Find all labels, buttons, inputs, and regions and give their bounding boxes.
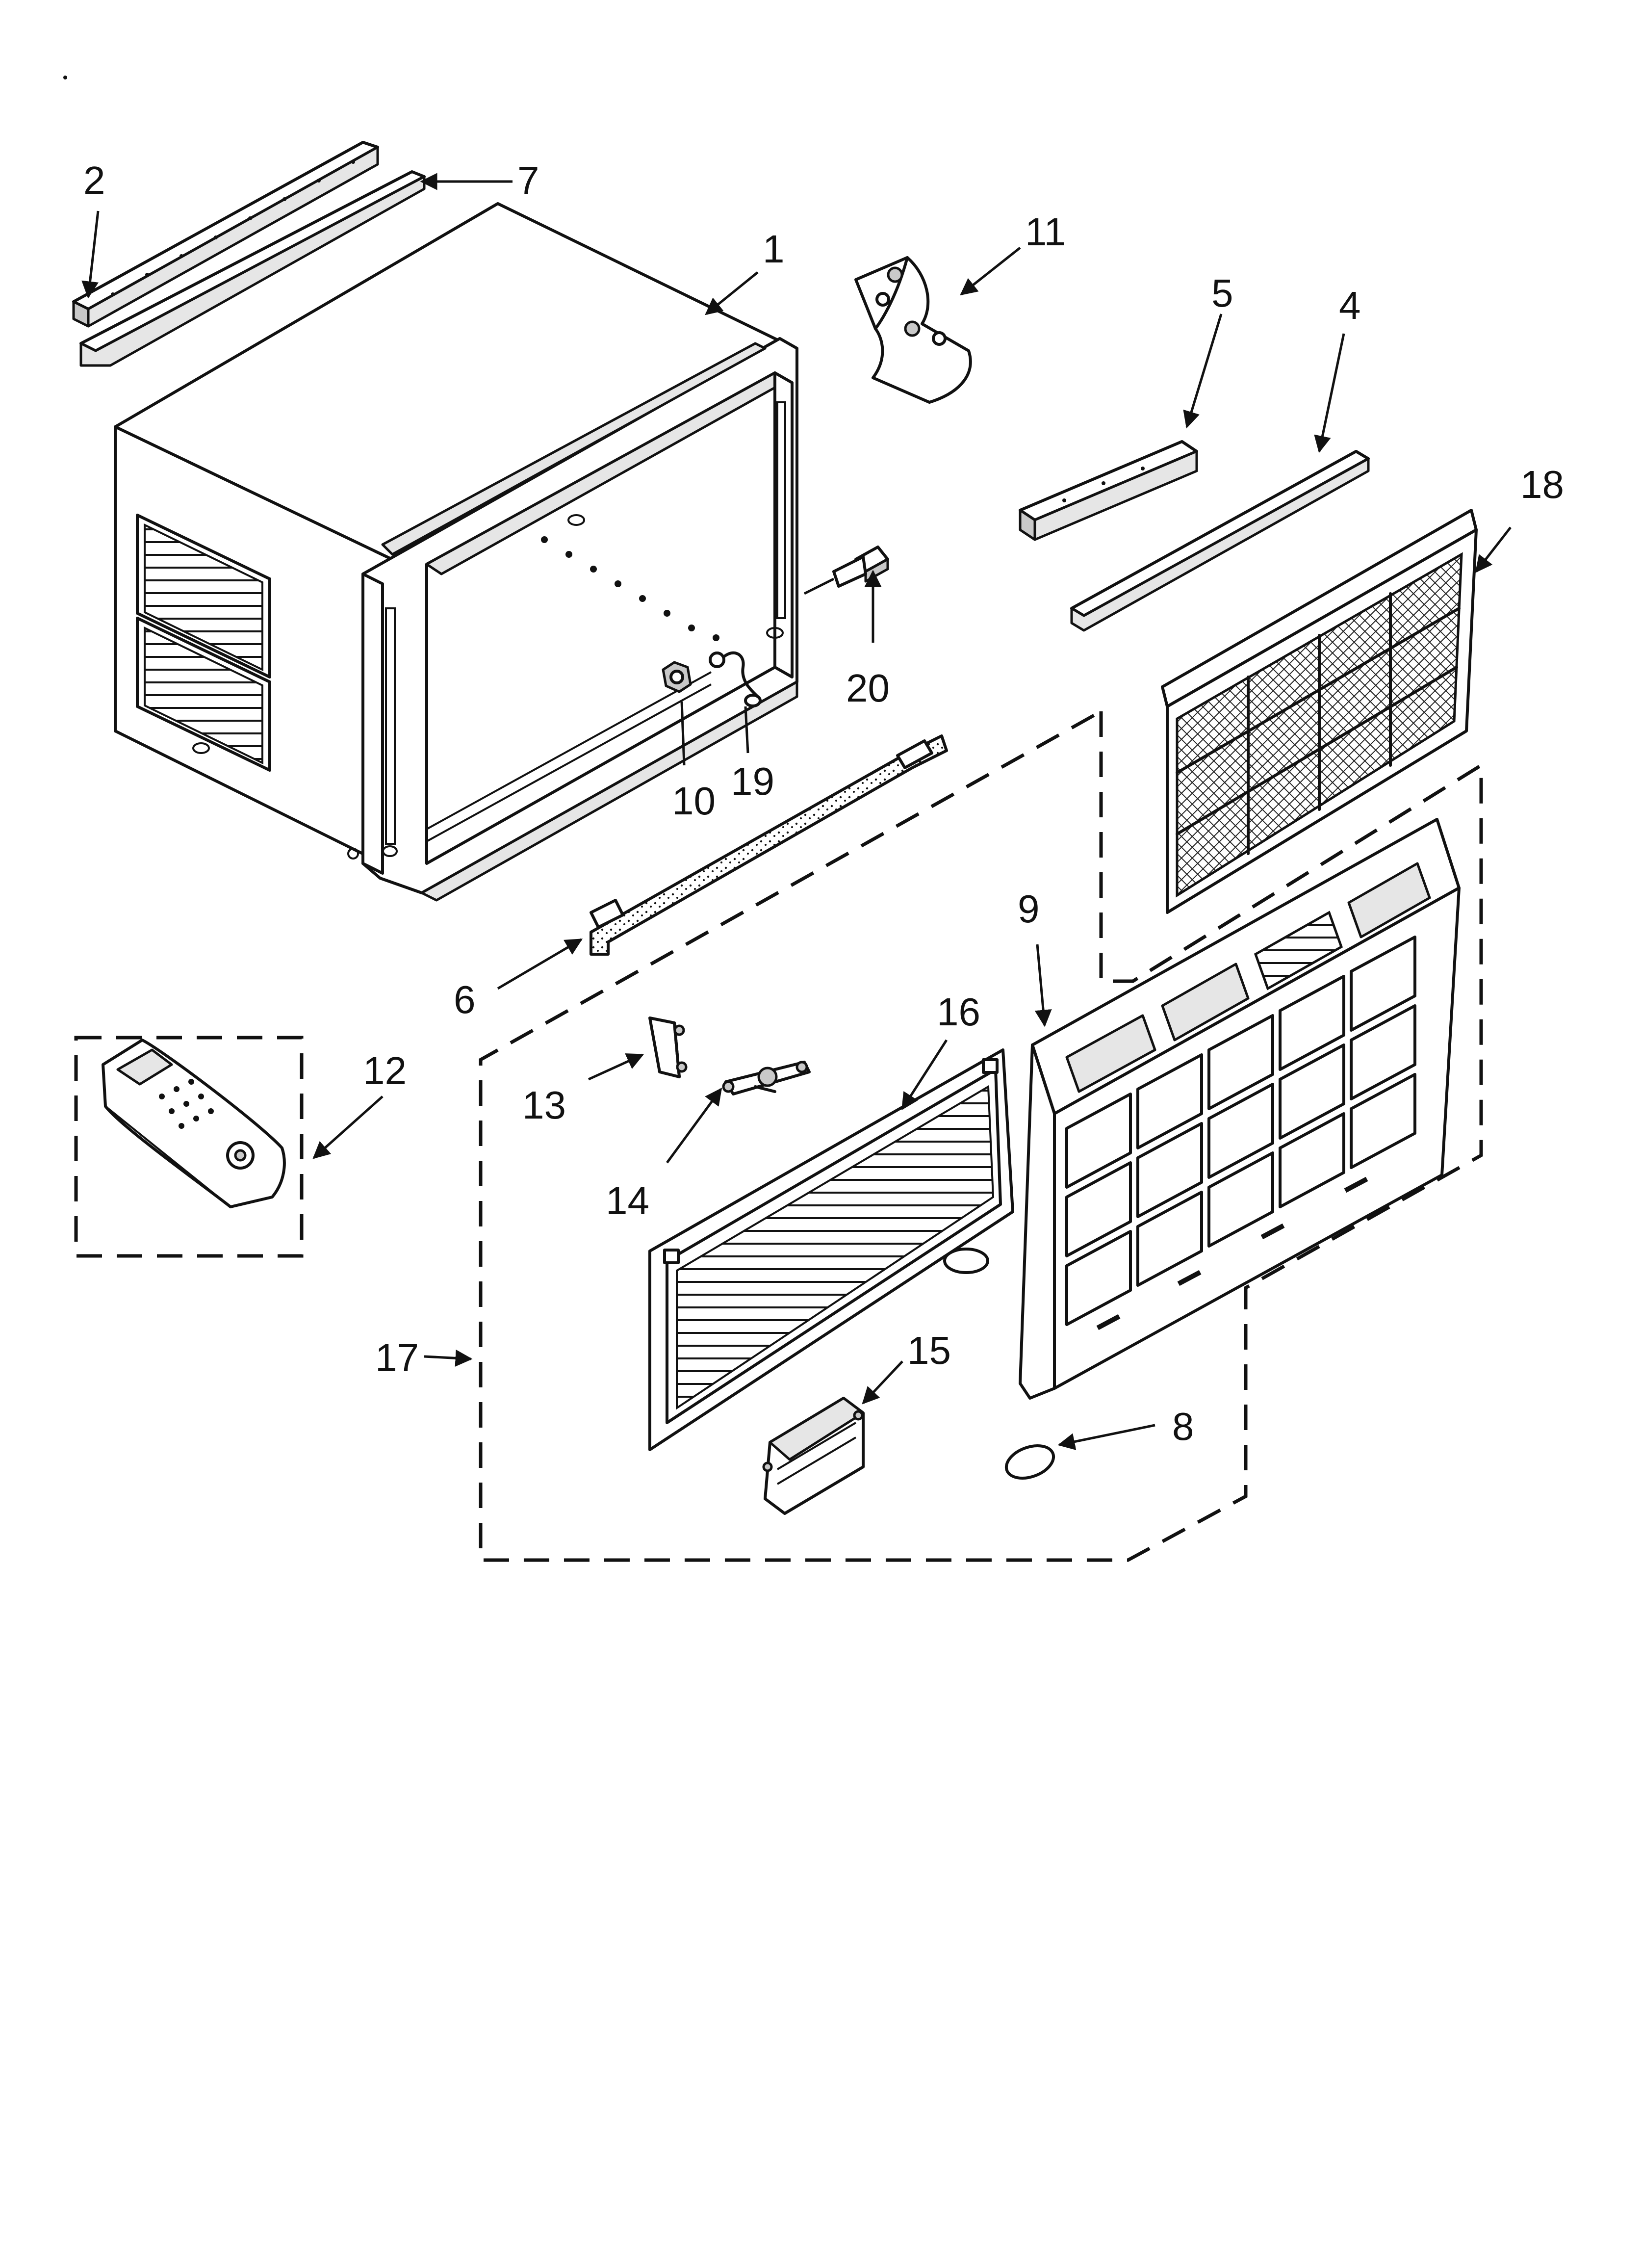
part-6-foam-strip (590, 734, 948, 956)
callout-7: 7 (517, 158, 539, 202)
callout-1: 1 (763, 227, 785, 271)
part-10-nut (662, 661, 692, 693)
part-12-boundary (74, 1036, 304, 1258)
part-16-front-grille (648, 1048, 1014, 1451)
callout-16: 16 (937, 990, 980, 1034)
callout-4: 4 (1339, 284, 1361, 327)
callout-18: 18 (1520, 463, 1564, 506)
callout-labels: 2 7 1 11 5 4 18 20 10 19 6 9 12 16 13 14… (83, 158, 1564, 1448)
callout-13: 13 (522, 1083, 566, 1127)
part-13-small-bracket (648, 1017, 688, 1078)
callout-10: 10 (672, 779, 716, 823)
stray-mark (63, 76, 67, 79)
leader-lines (81, 173, 1512, 1450)
part-11-bracket (854, 256, 972, 404)
part-1-cabinet (114, 202, 798, 902)
part-18-filter (1161, 509, 1478, 914)
part-2-top-rail (72, 141, 379, 328)
part-12-remote (102, 1039, 286, 1208)
part-17-boundary (479, 709, 1483, 1562)
part-9-front-panel (1019, 818, 1461, 1400)
part-20-screw (803, 546, 889, 595)
part-14-linkage (722, 1061, 811, 1095)
callout-9: 9 (1018, 887, 1040, 931)
part-4-long-gasket (1070, 450, 1370, 632)
part-19-wire-clip (709, 651, 762, 707)
callout-12: 12 (363, 1049, 407, 1093)
callout-11: 11 (1025, 210, 1066, 254)
callout-15: 15 (907, 1329, 951, 1372)
callout-5: 5 (1211, 271, 1233, 315)
callout-8: 8 (1172, 1405, 1194, 1448)
callout-19: 19 (731, 759, 774, 803)
part-8-oval-cap (1004, 1444, 1055, 1480)
callout-20: 20 (846, 666, 890, 710)
callout-17: 17 (375, 1336, 419, 1380)
callout-6: 6 (454, 978, 476, 1021)
callout-14: 14 (606, 1179, 649, 1223)
callout-2: 2 (83, 158, 105, 202)
part-15-louver-assembly (762, 1397, 865, 1515)
part-5-short-gasket (1019, 440, 1198, 541)
